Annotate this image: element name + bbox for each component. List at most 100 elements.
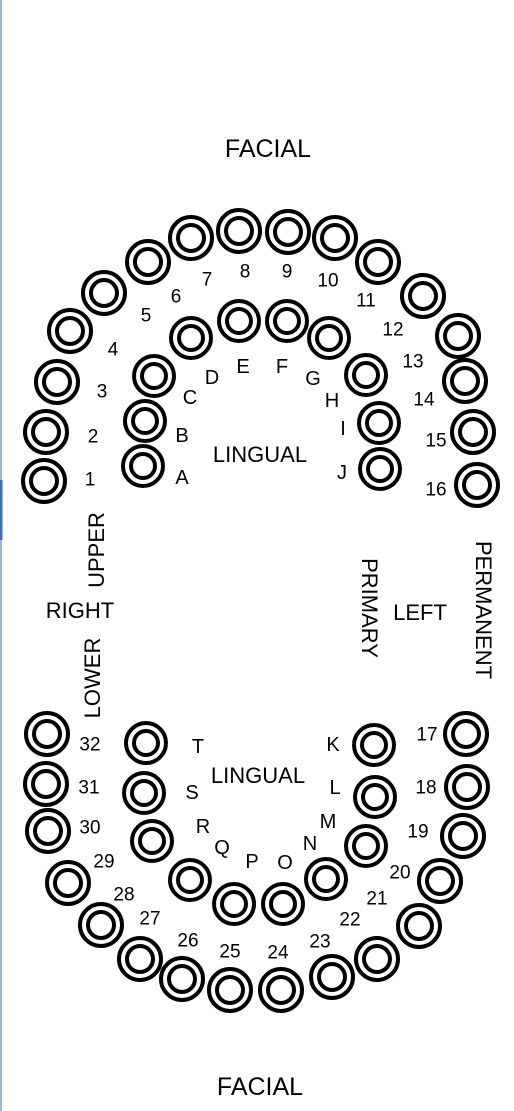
permanent-tooth-label-3: 3 [97, 382, 108, 403]
permanent-tooth-label-11: 11 [356, 291, 376, 312]
permanent-tooth-1 [21, 458, 67, 504]
permanent-tooth-label-28: 28 [113, 885, 134, 906]
primary-tooth-f [265, 299, 309, 343]
permanent-tooth-30 [25, 808, 71, 854]
primary-tooth-s [122, 771, 166, 815]
right-label: RIGHT [46, 598, 114, 623]
primary-tooth-label-r: R [196, 816, 210, 838]
primary-tooth-q [168, 858, 212, 902]
permanent-tooth-label-27: 27 [139, 909, 160, 930]
primary-tooth-n [304, 857, 348, 901]
permanent-tooth-label-30: 30 [79, 818, 100, 839]
primary-tooth-h [344, 353, 388, 397]
permanent-tooth-25 [207, 967, 253, 1013]
permanent-tooth-12 [400, 273, 446, 319]
primary-tooth-label-d: D [205, 367, 219, 389]
permanent-tooth-16 [454, 462, 500, 508]
permanent-tooth-label-25: 25 [219, 942, 240, 963]
permanent-tooth-label-6: 6 [171, 287, 182, 308]
permanent-tooth-31 [23, 761, 69, 807]
permanent-tooth-3 [34, 359, 80, 405]
primary-tooth-m [344, 824, 388, 868]
permanent-tooth-29 [45, 860, 91, 906]
primary-tooth-label-h: H [325, 390, 339, 412]
primary-tooth-label-e: E [236, 356, 249, 378]
primary-tooth-label-f: F [276, 356, 288, 378]
permanent-tooth-20 [417, 858, 463, 904]
primary-tooth-label-a: A [175, 467, 189, 489]
permanent-tooth-5 [81, 270, 127, 316]
permanent-label: PERMANENT [471, 541, 496, 679]
primary-tooth-label-s: S [185, 782, 198, 804]
upper-label: UPPER [84, 512, 109, 588]
permanent-tooth-18 [444, 764, 490, 810]
permanent-tooth-11 [355, 239, 401, 285]
primary-tooth-label-l: L [329, 777, 340, 799]
permanent-tooth-label-19: 19 [407, 822, 428, 843]
permanent-tooth-label-10: 10 [317, 271, 338, 292]
permanent-tooth-label-32: 32 [79, 735, 100, 756]
facial-bottom-label: FACIAL [217, 1073, 303, 1101]
permanent-tooth-10 [312, 215, 358, 261]
primary-tooth-c [132, 354, 176, 398]
permanent-tooth-label-14: 14 [413, 390, 435, 411]
permanent-tooth-19 [440, 813, 486, 859]
permanent-tooth-2 [23, 409, 69, 455]
lingual-lower-label: LINGUAL [211, 763, 305, 788]
permanent-tooth-label-1: 1 [85, 470, 96, 491]
permanent-tooth-label-23: 23 [309, 932, 330, 953]
left-label: LEFT [393, 600, 447, 625]
permanent-tooth-14 [442, 358, 488, 404]
permanent-tooth-9 [265, 209, 311, 255]
primary-label: PRIMARY [357, 558, 382, 658]
permanent-tooth-label-29: 29 [93, 852, 114, 873]
primary-tooth-label-q: Q [214, 837, 230, 859]
permanent-tooth-26 [159, 956, 205, 1002]
primary-tooth-label-o: O [277, 852, 293, 874]
primary-tooth-a [121, 444, 165, 488]
primary-tooth-e [217, 299, 261, 343]
permanent-tooth-label-12: 12 [382, 320, 403, 341]
permanent-tooth-label-7: 7 [202, 270, 213, 291]
permanent-tooth-22 [354, 936, 400, 982]
lingual-upper-label: LINGUAL [213, 442, 307, 467]
permanent-tooth-28 [78, 902, 124, 948]
primary-tooth-r [130, 819, 174, 863]
permanent-tooth-label-13: 13 [402, 352, 423, 373]
permanent-tooth-label-31: 31 [78, 778, 99, 799]
primary-tooth-label-m: M [320, 811, 337, 833]
permanent-tooth-32 [24, 711, 70, 757]
permanent-tooth-label-16: 16 [425, 480, 446, 501]
permanent-tooth-17 [443, 711, 489, 757]
permanent-tooth-15 [450, 409, 496, 455]
permanent-tooth-label-2: 2 [88, 427, 99, 448]
facial-top-label: FACIAL [225, 135, 311, 163]
primary-tooth-t [124, 721, 168, 765]
permanent-tooth-label-9: 9 [282, 262, 293, 283]
primary-tooth-p [212, 882, 256, 926]
permanent-tooth-6 [125, 239, 171, 285]
primary-tooth-label-k: K [326, 734, 340, 756]
permanent-tooth-label-4: 4 [108, 340, 119, 361]
permanent-tooth-label-22: 22 [339, 910, 360, 931]
permanent-tooth-label-17: 17 [416, 725, 437, 746]
permanent-tooth-label-24: 24 [267, 943, 289, 964]
primary-tooth-label-j: J [337, 462, 347, 484]
permanent-tooth-label-15: 15 [425, 431, 446, 452]
primary-tooth-d [169, 316, 213, 360]
primary-tooth-g [307, 316, 351, 360]
permanent-tooth-27 [117, 936, 163, 982]
primary-tooth-label-c: C [183, 387, 197, 409]
primary-tooth-o [261, 882, 305, 926]
permanent-tooth-label-8: 8 [240, 262, 251, 283]
permanent-tooth-label-18: 18 [415, 778, 436, 799]
permanent-tooth-8 [216, 208, 262, 254]
primary-tooth-label-i: I [340, 418, 346, 440]
primary-tooth-b [123, 399, 167, 443]
permanent-tooth-label-20: 20 [389, 863, 410, 884]
permanent-tooth-24 [258, 967, 304, 1013]
primary-tooth-label-b: B [175, 425, 188, 447]
